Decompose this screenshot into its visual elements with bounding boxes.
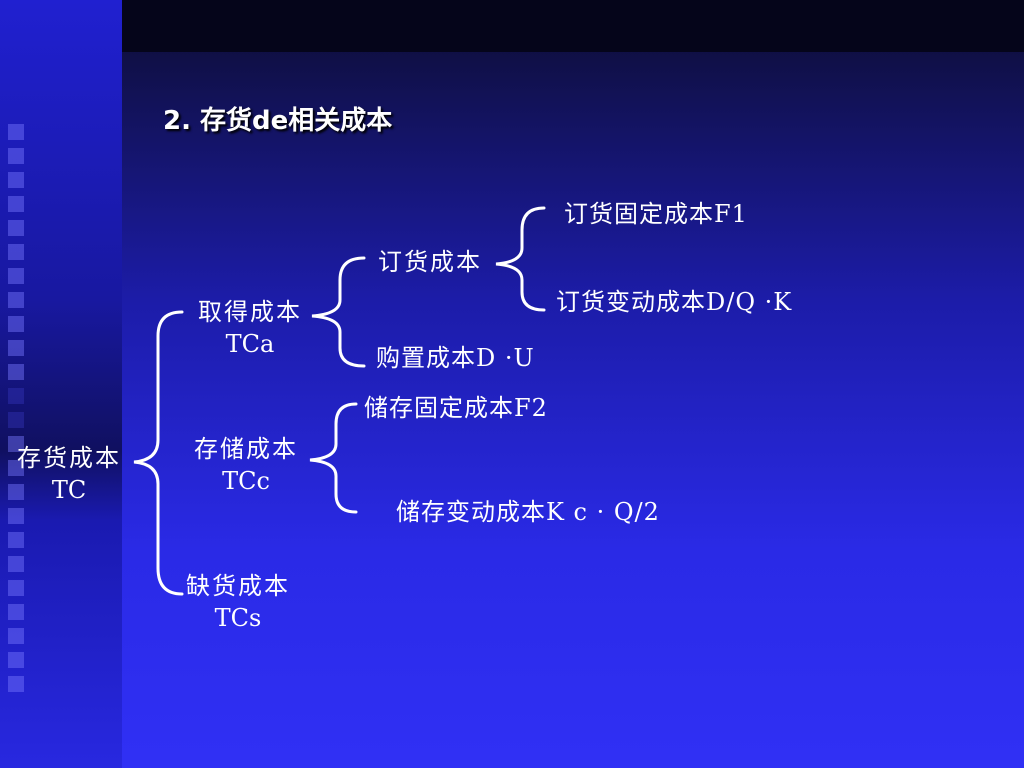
node-storage-variable: 储存变动成本K c · Q/2 (396, 498, 660, 526)
node-storage-fixed: 储存固定成本F2 (364, 394, 548, 422)
decor-square (8, 556, 24, 572)
decor-square (8, 244, 24, 260)
bracket-order (495, 206, 546, 312)
decor-square (8, 676, 24, 692)
node-storage-name: 存储成本 (194, 435, 298, 463)
node-acquisition-code: TCa (225, 330, 275, 358)
decor-square (8, 580, 24, 596)
decor-square (8, 652, 24, 668)
decor-square (8, 364, 24, 380)
decor-square (8, 292, 24, 308)
decor-square (8, 532, 24, 548)
node-order: 订货成本 (378, 248, 482, 276)
bracket-acquisition (311, 256, 366, 368)
node-order-fixed: 订货固定成本F1 (564, 200, 748, 228)
bracket-storage (309, 402, 358, 514)
bracket-root (133, 310, 184, 596)
node-root-name: 存货成本 (17, 444, 121, 472)
node-acquisition-name: 取得成本 (198, 298, 302, 326)
node-shortage-name: 缺货成本 (186, 572, 290, 600)
decor-square (8, 412, 24, 428)
decor-square (8, 124, 24, 140)
left-decorative-strip (0, 0, 122, 768)
decor-square (8, 316, 24, 332)
node-purchase: 购置成本D ·U (376, 344, 535, 372)
top-bar (122, 0, 1024, 52)
decor-square (8, 436, 24, 452)
decor-square (8, 508, 24, 524)
node-root: 存货成本 TC (10, 442, 128, 506)
node-storage-code: TCc (222, 467, 270, 495)
decor-square (8, 220, 24, 236)
decor-square (8, 340, 24, 356)
decor-square (8, 628, 24, 644)
decor-square (8, 604, 24, 620)
decor-square (8, 196, 24, 212)
decor-square (8, 268, 24, 284)
node-shortage: 缺货成本 TCs (178, 570, 298, 634)
node-root-code: TC (51, 476, 87, 504)
decor-square (8, 172, 24, 188)
node-acquisition: 取得成本 TCa (190, 296, 310, 360)
node-order-variable: 订货变动成本D/Q ·K (556, 288, 793, 316)
decor-square (8, 388, 24, 404)
node-storage: 存储成本 TCc (186, 433, 306, 497)
slide-title: 2. 存货de相关成本 (163, 106, 393, 136)
decor-square (8, 484, 24, 500)
decor-square (8, 148, 24, 164)
decor-square (8, 460, 24, 476)
node-shortage-code: TCs (214, 604, 262, 632)
